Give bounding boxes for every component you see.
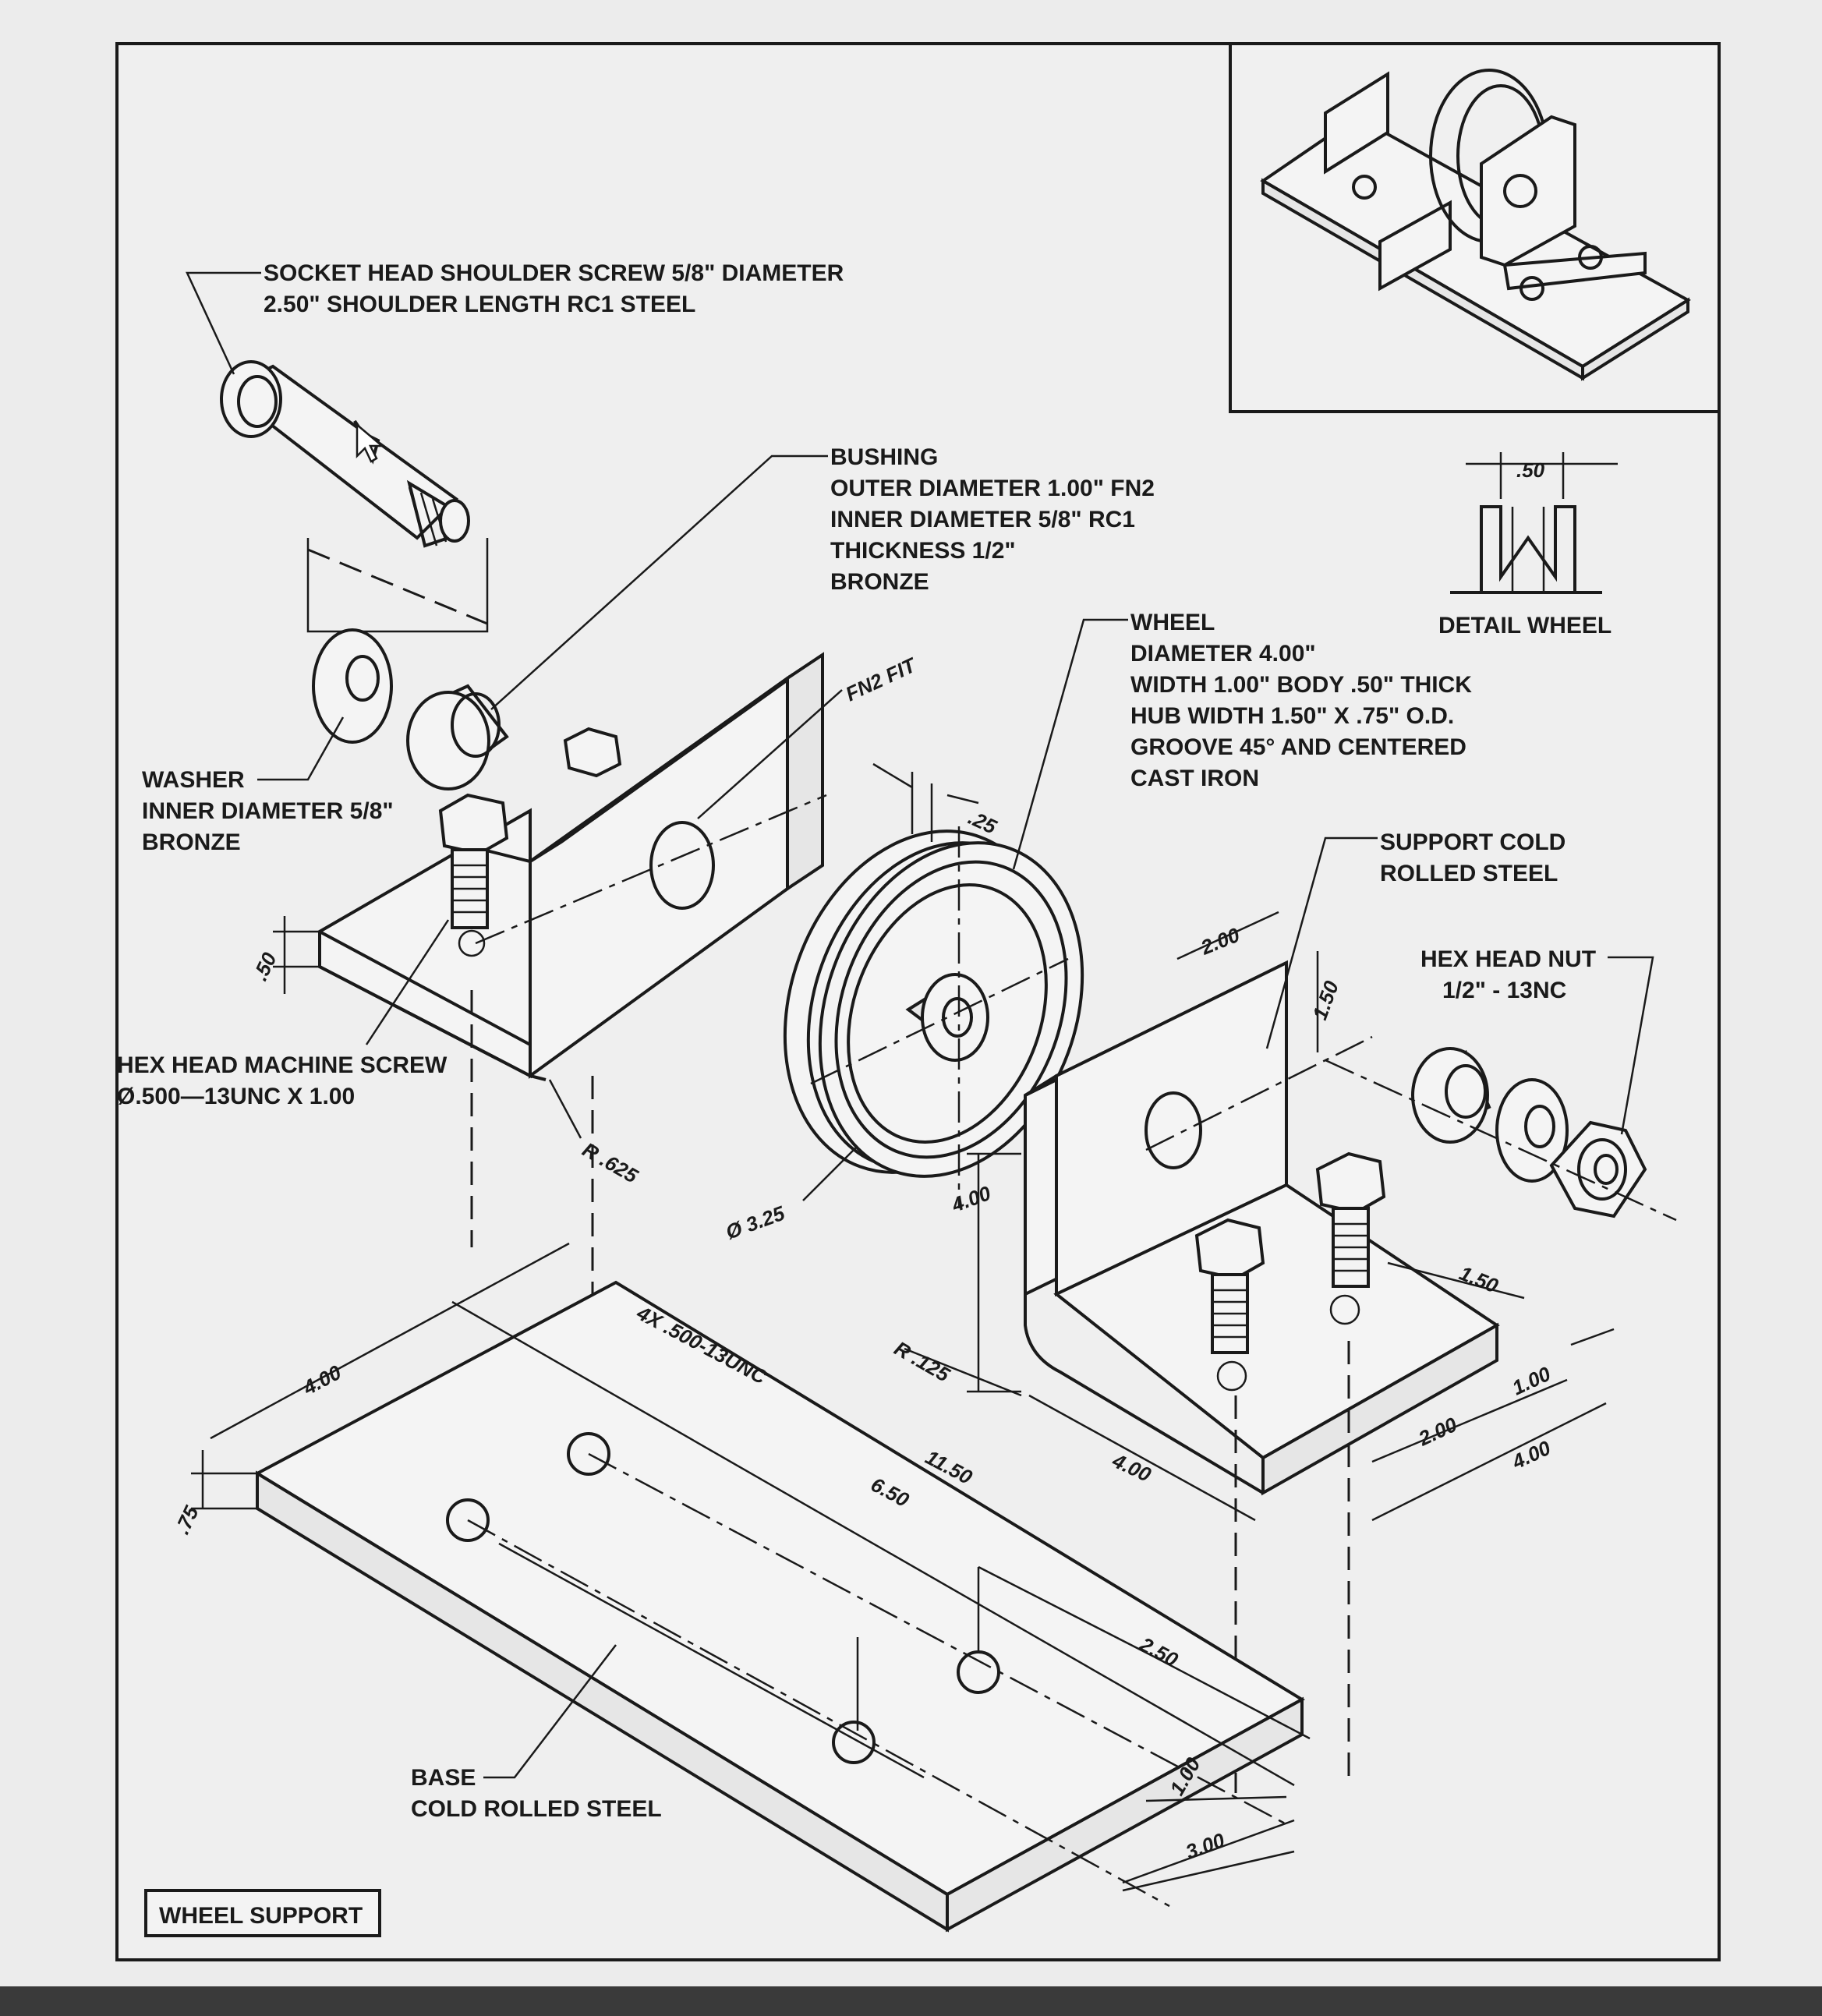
monitor-bezel [0, 1986, 1822, 2016]
wheel-label-4: HUB WIDTH 1.50" X .75" O.D. [1130, 703, 1454, 729]
bushing [406, 684, 509, 790]
left-bracket-dims [273, 916, 594, 1442]
drawing-title: WHEEL SUPPORT [159, 1903, 363, 1929]
hex-screw-label-2: Ø.500—13UNC X 1.00 [117, 1084, 355, 1109]
hex-nut-label-1: HEX HEAD NUT [1420, 946, 1596, 972]
base-label-2: COLD ROLLED STEEL [411, 1796, 662, 1822]
detail-wheel-label: DETAIL WHEEL [1438, 613, 1611, 638]
right-support [1024, 960, 1500, 1496]
title-box [144, 1889, 381, 1937]
wheel-label-3: WIDTH 1.00" BODY .50" THICK [1130, 672, 1472, 698]
hex-screws-right [1194, 1151, 1386, 1354]
detail-wheel: .50 DETAIL WHEEL [1438, 452, 1618, 638]
support-label-1: SUPPORT COLD [1380, 829, 1566, 855]
shoulder-screw-label-1: SOCKET HEAD SHOULDER SCREW 5/8" DIAMETER [264, 260, 844, 286]
shoulder-screw-label-2: 2.50" SHOULDER LENGTH RC1 STEEL [264, 292, 695, 317]
hex-screw-left [438, 727, 622, 929]
bushing-label-5: BRONZE [830, 569, 929, 595]
base-label-1: BASE [411, 1765, 476, 1791]
wheel [783, 762, 1084, 1208]
base-plate [253, 1280, 1305, 1933]
washer-label-2: INNER DIAMETER 5/8" [142, 798, 394, 824]
washer-label-1: WASHER [142, 767, 245, 793]
bushing-label-3: INNER DIAMETER 5/8" RC1 [830, 507, 1135, 532]
bushing-label-1: BUSHING [830, 444, 938, 470]
washer [312, 628, 393, 744]
bushing-label-4: THICKNESS 1/2" [830, 538, 1016, 564]
wheel-label-6: CAST IRON [1130, 766, 1259, 791]
shoulder-screw [220, 360, 489, 633]
wheel-label-1: WHEEL [1130, 610, 1215, 635]
inset-assembly-view [1229, 42, 1721, 413]
support-label-2: ROLLED STEEL [1380, 861, 1558, 886]
wheel-label-5: GROOVE 45° AND CENTERED [1130, 734, 1466, 760]
detail-width-dim: .50 [1516, 458, 1545, 482]
hex-screw-label-1: HEX HEAD MACHINE SCREW [117, 1052, 448, 1078]
mouse-cursor-icon [356, 423, 385, 463]
wheel-label-2: DIAMETER 4.00" [1130, 641, 1316, 667]
bushing-label-2: OUTER DIAMETER 1.00" FN2 [830, 476, 1155, 501]
base-dims [191, 1242, 1311, 1892]
right-hardware [1325, 1047, 1677, 1222]
hex-nut-label-2: 1/2" - 13NC [1442, 978, 1566, 1003]
washer-label-3: BRONZE [142, 829, 241, 855]
